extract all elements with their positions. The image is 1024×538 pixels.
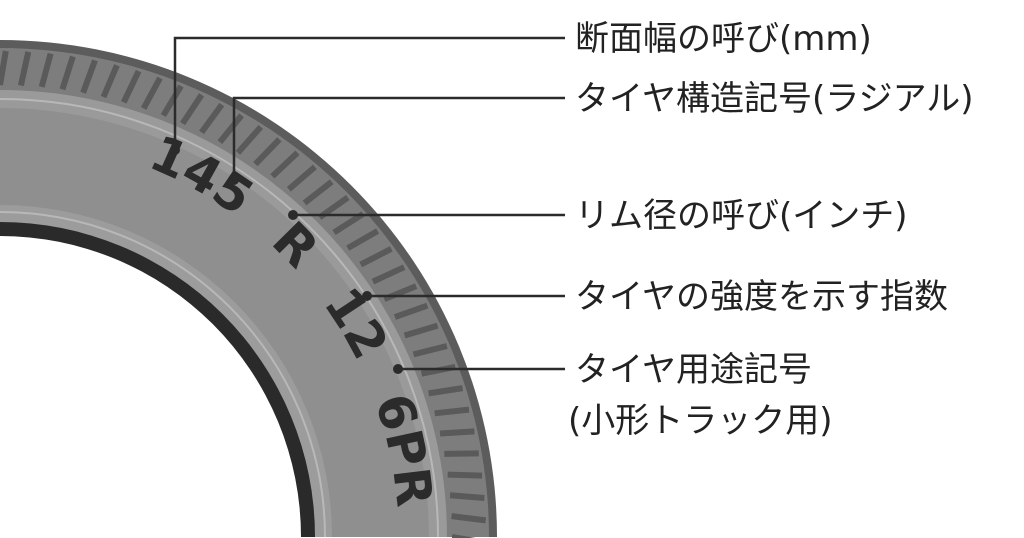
tread-block bbox=[59, 55, 76, 91]
tread-block bbox=[140, 76, 163, 110]
leader-construction bbox=[232, 96, 565, 180]
tread-block bbox=[428, 385, 464, 397]
tread-block bbox=[302, 179, 334, 206]
leader-dot-section-width bbox=[170, 145, 180, 155]
tread-block bbox=[199, 102, 225, 135]
tread-block bbox=[100, 64, 120, 99]
tread-block bbox=[286, 164, 317, 192]
tread-block bbox=[332, 211, 365, 236]
code-usage: LT bbox=[0, 0, 19, 12]
tread-block bbox=[180, 93, 205, 126]
tread-block bbox=[38, 52, 54, 88]
leader-lines bbox=[170, 36, 565, 374]
tread-block bbox=[412, 343, 448, 358]
labels: 断面幅の呼び(mm) タイヤ構造記号(ラジアル) リム径の呼び(インチ) タイヤ… bbox=[568, 19, 974, 441]
tread-block bbox=[359, 246, 393, 268]
tread-block bbox=[434, 406, 470, 417]
sidewall-groove-inner bbox=[0, 211, 326, 538]
tread-block bbox=[439, 428, 475, 437]
label-ply-rating: タイヤの強度を示す指数 bbox=[575, 277, 948, 317]
tread-block bbox=[371, 264, 406, 285]
tread-block bbox=[235, 124, 264, 155]
tread-block bbox=[393, 302, 429, 320]
label-usage-line1: タイヤ用途記号 bbox=[575, 350, 812, 390]
tread-block bbox=[0, 50, 9, 86]
label-usage-line2: (小形トラック用) bbox=[568, 401, 833, 441]
tread-block bbox=[253, 137, 282, 167]
tire-graphic bbox=[0, 40, 497, 538]
label-rim-diameter: リム径の呼び(インチ) bbox=[575, 196, 908, 236]
tread-block bbox=[403, 322, 439, 339]
tread-block bbox=[451, 513, 487, 524]
leader-section-width bbox=[173, 36, 565, 150]
leader-dot-construction bbox=[229, 175, 239, 185]
tread-block bbox=[120, 69, 142, 104]
tread-block bbox=[17, 51, 32, 87]
tread-blocks bbox=[0, 50, 487, 538]
tread-block bbox=[217, 113, 244, 144]
sidewall-groove-outer bbox=[0, 98, 439, 538]
tread-block bbox=[80, 59, 98, 94]
leader-dot-rim-diameter bbox=[288, 210, 298, 220]
tread-block bbox=[160, 84, 184, 118]
label-construction: タイヤ構造記号(ラジアル) bbox=[575, 79, 974, 119]
tread-block bbox=[449, 492, 485, 501]
tread-block bbox=[346, 228, 380, 251]
tread-block bbox=[270, 150, 300, 179]
tread-block bbox=[444, 450, 479, 457]
tire-inner-hole bbox=[0, 236, 301, 537]
leader-dot-usage bbox=[393, 364, 403, 374]
tread-block bbox=[447, 471, 483, 479]
leader-dot-ply-rating bbox=[362, 291, 372, 301]
label-section-width: 断面幅の呼び(mm) bbox=[575, 19, 872, 59]
